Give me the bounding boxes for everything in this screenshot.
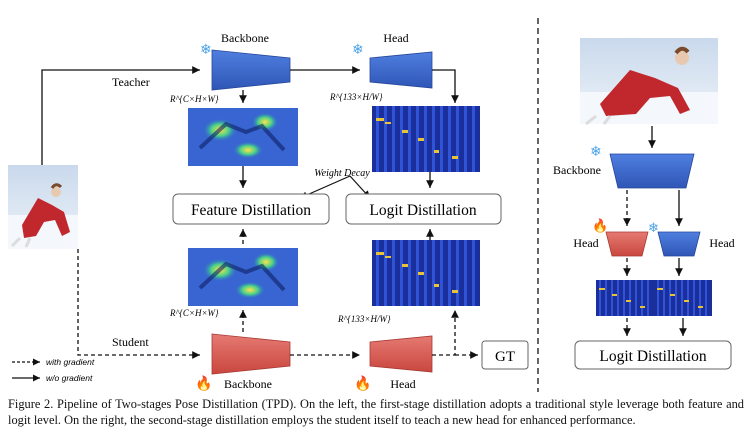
feature-distillation-label: Feature Distillation bbox=[191, 202, 311, 219]
right-head-right-label: Head bbox=[709, 236, 734, 250]
student-label: Student bbox=[112, 335, 149, 349]
student-feature-heatmap bbox=[188, 248, 298, 306]
gt-box: GT bbox=[481, 340, 529, 370]
right-logit-distillation-box: Logit Distillation bbox=[574, 340, 732, 370]
weight-decay-label: Weight Decay bbox=[314, 168, 370, 179]
teacher-feature-heatmap bbox=[188, 108, 298, 166]
feature-distillation-box: Feature Distillation bbox=[172, 193, 330, 225]
math-feat-top: R^{C×H×W} bbox=[169, 94, 219, 104]
input-image-left bbox=[8, 165, 78, 249]
snowflake-icon: ❄ bbox=[352, 42, 364, 58]
flame-icon: 🔥 bbox=[354, 375, 371, 392]
gt-label: GT bbox=[495, 349, 515, 365]
legend: with gradient w/o gradient bbox=[12, 357, 95, 383]
right-logit-distillation-label: Logit Distillation bbox=[599, 348, 706, 365]
right-backbone-label: Backbone bbox=[553, 163, 601, 177]
student-logit-heatmap bbox=[372, 240, 480, 306]
student-backbone-label: Backbone bbox=[224, 377, 272, 391]
legend-solid-label: w/o gradient bbox=[46, 373, 93, 383]
student-head bbox=[369, 335, 433, 373]
teacher-head bbox=[369, 51, 433, 89]
flame-icon: 🔥 bbox=[195, 375, 212, 392]
teacher-logit-heatmap bbox=[372, 106, 480, 172]
figure-caption: Figure 2. Pipeline of Two-stages Pose Di… bbox=[8, 397, 744, 427]
math-logit-bottom: R^{133×H/W} bbox=[337, 314, 391, 324]
student-backbone bbox=[211, 333, 291, 375]
legend-dashed-label: with gradient bbox=[46, 357, 95, 367]
snowflake-icon: ❄ bbox=[648, 221, 659, 236]
right-head-frozen bbox=[657, 231, 701, 257]
flame-icon: 🔥 bbox=[592, 218, 608, 234]
teacher-head-label: Head bbox=[383, 31, 408, 45]
math-logit-top: R^{133×H/W} bbox=[329, 92, 383, 102]
right-head-trainable bbox=[605, 231, 649, 257]
math-feat-bottom: R^{C×H×W} bbox=[169, 308, 219, 318]
logit-distillation-label: Logit Distillation bbox=[369, 202, 476, 219]
teacher-backbone-label: Backbone bbox=[221, 31, 269, 45]
input-image-right bbox=[580, 38, 718, 126]
snowflake-icon: ❄ bbox=[590, 144, 602, 160]
right-logit-heatmap-student bbox=[596, 280, 654, 316]
teacher-label: Teacher bbox=[112, 75, 150, 89]
snowflake-icon: ❄ bbox=[200, 42, 212, 58]
teacher-backbone bbox=[211, 49, 291, 91]
right-backbone bbox=[609, 153, 695, 189]
right-logit-heatmap-teacher bbox=[654, 280, 712, 316]
student-head-label: Head bbox=[390, 377, 415, 391]
right-head-left-label: Head bbox=[573, 236, 598, 250]
logit-distillation-box: Logit Distillation bbox=[345, 193, 502, 225]
